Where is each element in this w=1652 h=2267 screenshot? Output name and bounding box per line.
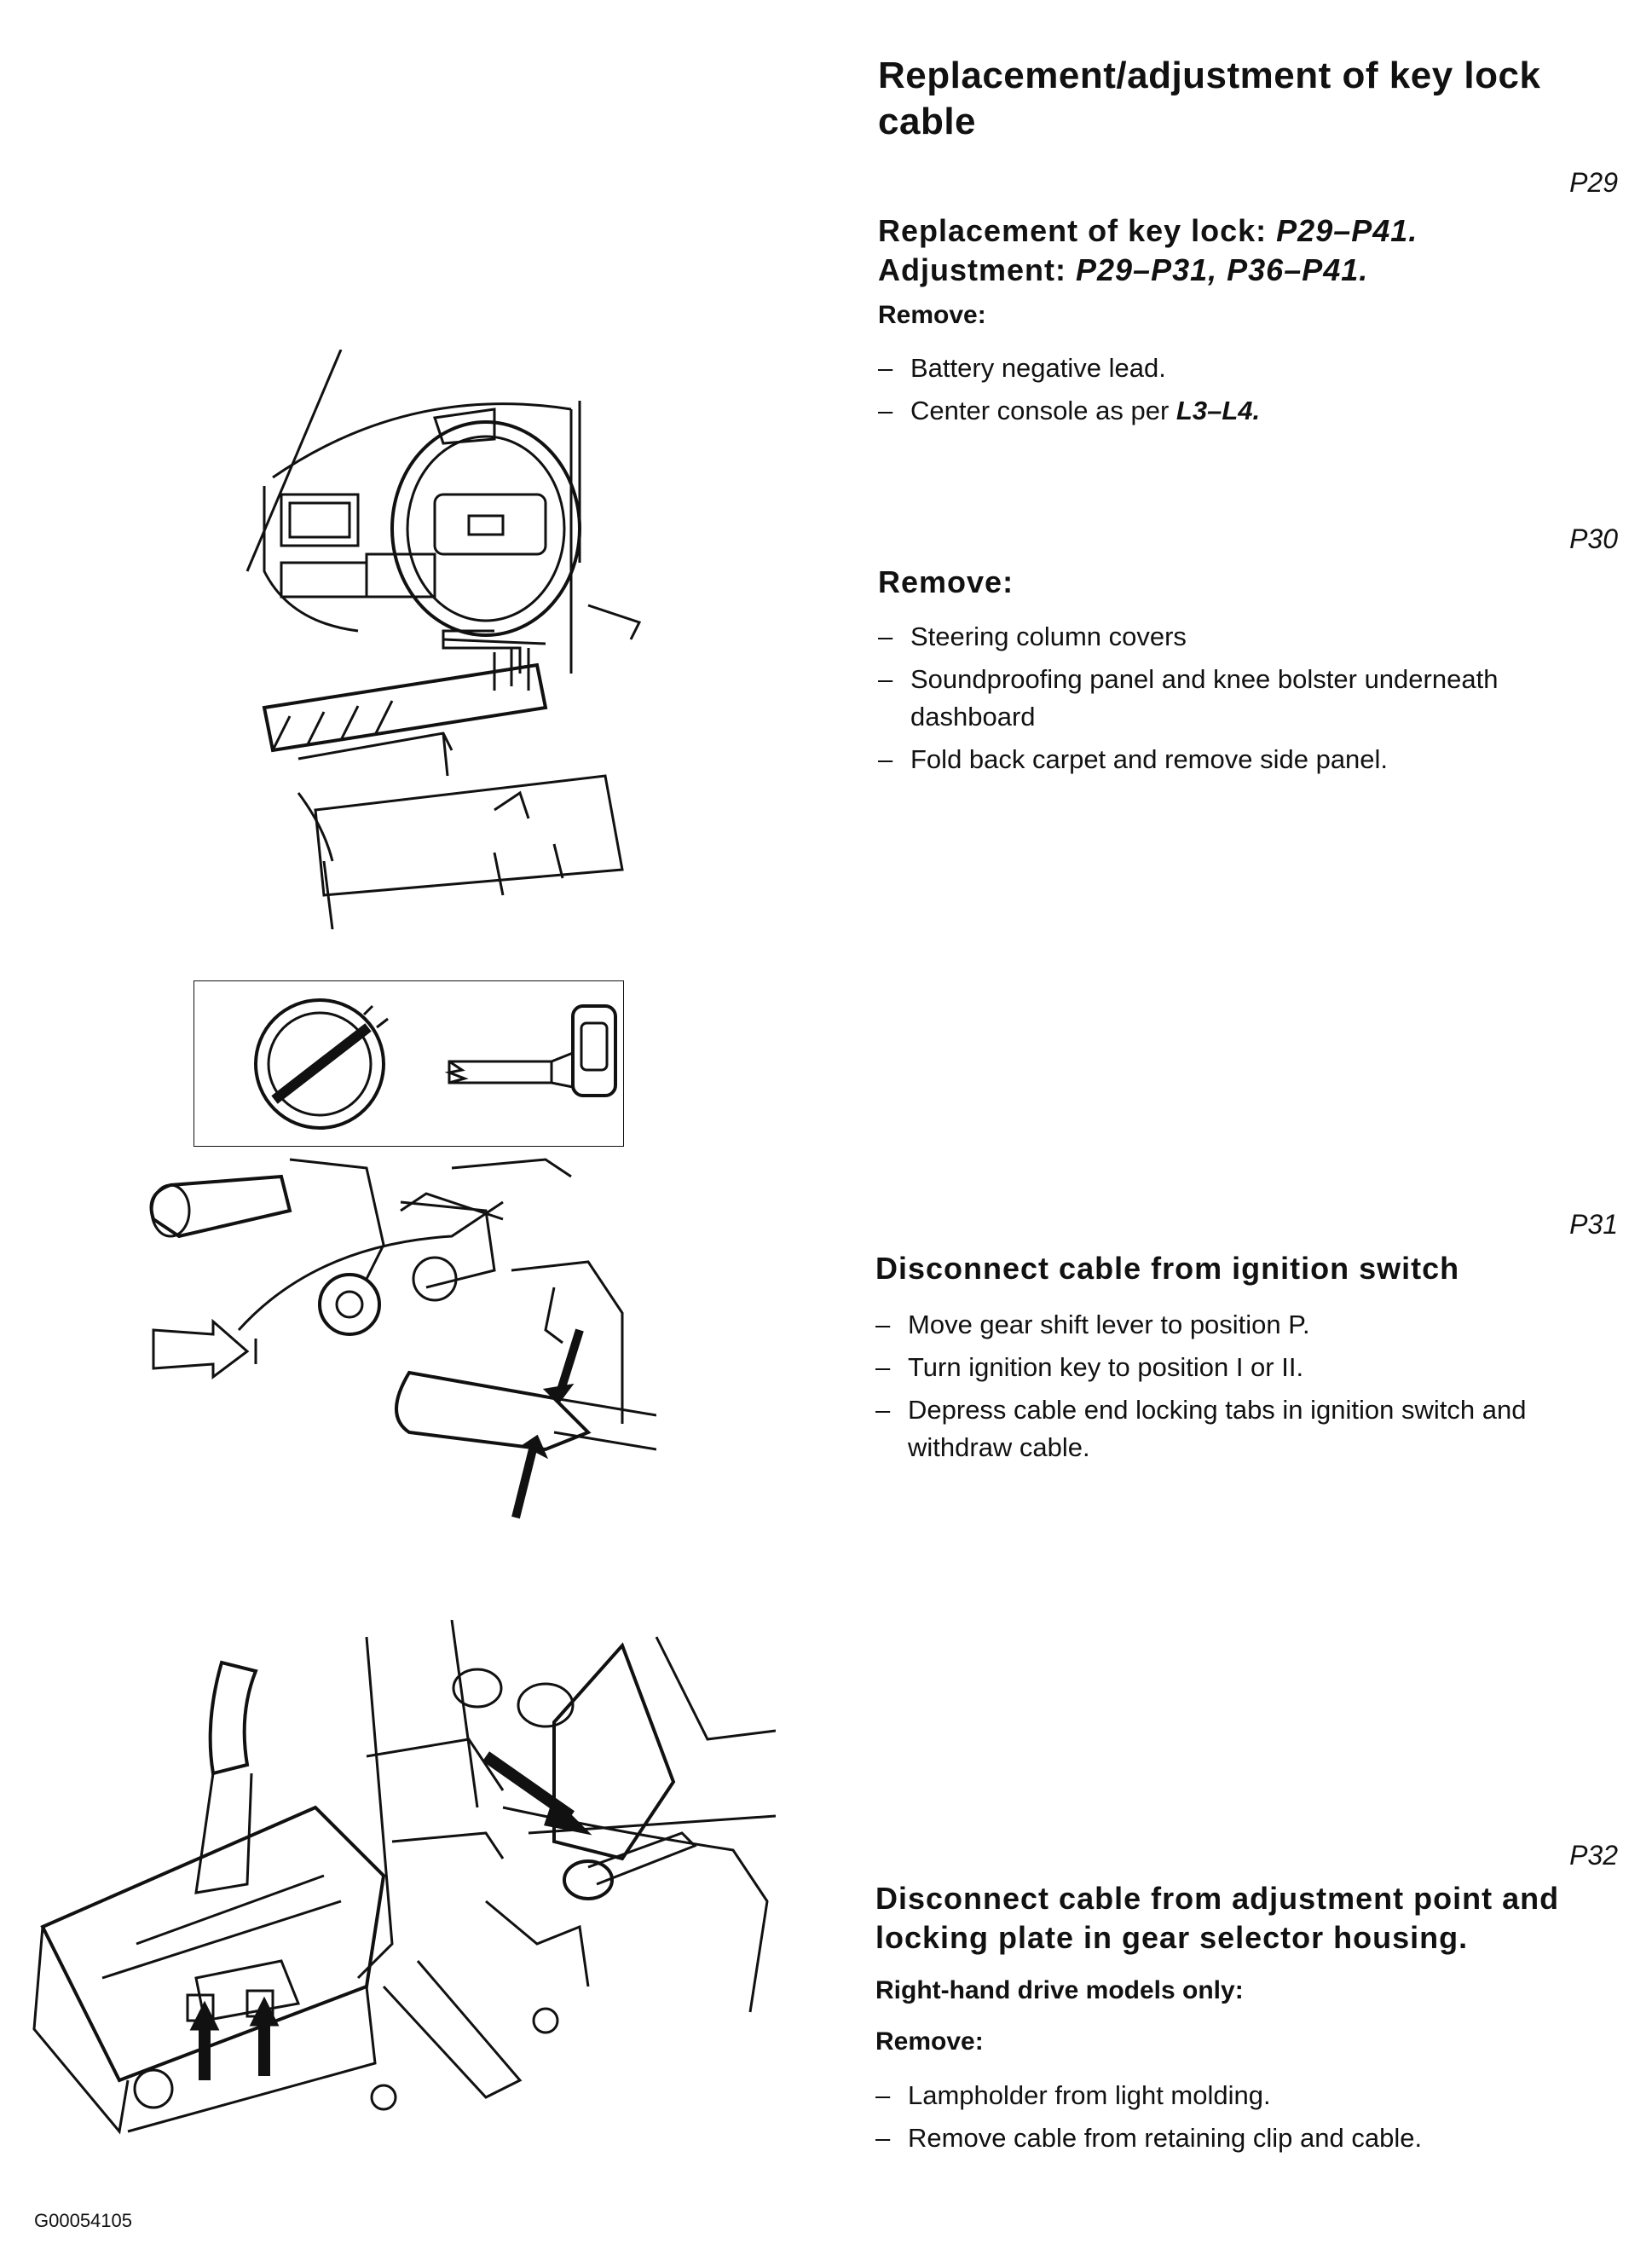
section-ref-p31: P31 xyxy=(1569,1209,1618,1240)
list-item: Battery negative lead. xyxy=(878,350,1611,387)
list-item: Remove cable from retaining clip and cab… xyxy=(875,2120,1617,2157)
list-item: Soundproofing panel and knee bolster und… xyxy=(878,661,1577,736)
key-lock-heading: Replacement of key lock: P29–P41. Adjust… xyxy=(878,211,1628,290)
section-ref-p30: P30 xyxy=(1569,523,1618,554)
key-lock-inset xyxy=(194,980,624,1147)
section-ref-p32: P32 xyxy=(1569,1840,1618,1871)
ignition-switch-heading: Disconnect cable from ignition switch xyxy=(875,1251,1460,1286)
remove-heading-p30: Remove: xyxy=(878,564,1014,599)
list-item: Turn ignition key to position I or II. xyxy=(875,1349,1617,1386)
rhd-models-label: Right-hand drive models only: xyxy=(875,1976,1244,2004)
document-code: G00054105 xyxy=(34,2210,132,2231)
heading-adjustment-text: Adjustment: xyxy=(878,252,1076,287)
list-item: Move gear shift lever to position P. xyxy=(875,1306,1617,1344)
remove-label-p32: Remove: xyxy=(875,2027,984,2056)
list-item: Fold back carpet and remove side panel. xyxy=(878,741,1577,778)
heading-replacement-text: Replacement of key lock: xyxy=(878,213,1277,248)
steps-p30: Steering column covers Soundproofing pan… xyxy=(878,618,1577,784)
heading-replacement-ref: P29–P41. xyxy=(1276,213,1418,248)
steps-p29: Battery negative lead. Center console as… xyxy=(878,350,1611,435)
dashboard-illustration xyxy=(239,350,716,929)
list-item: Lampholder from light molding. xyxy=(875,2077,1617,2114)
list-item: Center console as per L3–L4. xyxy=(878,392,1611,430)
heading-adjustment-ref: P29–P31, P36–P41. xyxy=(1076,252,1369,287)
steps-p31: Move gear shift lever to position P. Tur… xyxy=(875,1306,1617,1472)
ignition-switch-illustration xyxy=(145,1142,656,1543)
list-item: Steering column covers xyxy=(878,618,1577,656)
step-text: Center console as per xyxy=(910,396,1176,425)
page-title: Replacement/adjustment of key lock cable xyxy=(878,55,1541,142)
list-item: Depress cable end locking tabs in igniti… xyxy=(875,1391,1617,1466)
gear-selector-illustration xyxy=(26,1620,776,2148)
remove-label-p29: Remove: xyxy=(878,301,986,329)
steps-p32: Lampholder from light molding. Remove ca… xyxy=(875,2077,1617,2162)
section-ref-p29: P29 xyxy=(1569,167,1618,198)
gear-selector-heading: Disconnect cable from adjustment point a… xyxy=(875,1881,1560,1955)
step-ref: L3–L4. xyxy=(1175,396,1261,425)
